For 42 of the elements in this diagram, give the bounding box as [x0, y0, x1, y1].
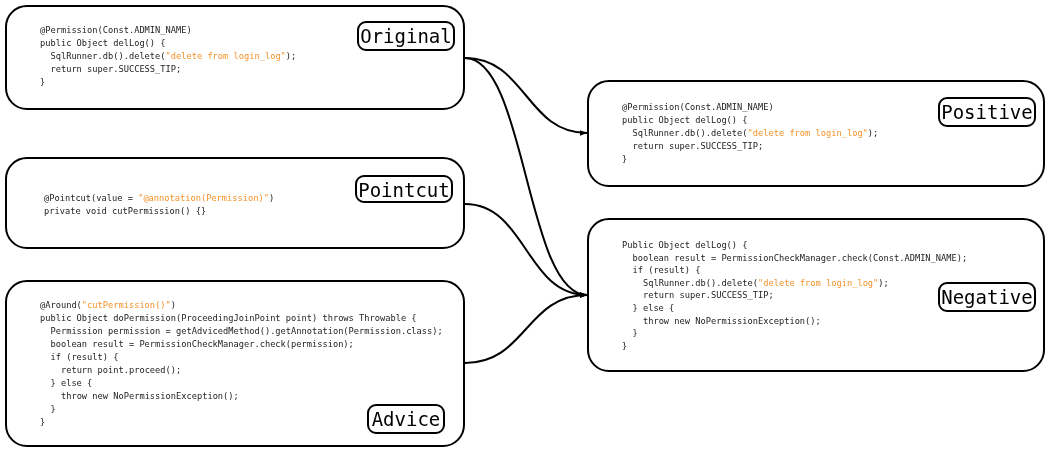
code-line: }: [632, 327, 638, 341]
code-line: SqlRunner.db().delete("delete from login_log");: [642, 276, 889, 290]
code-line: throw new NoPermissionException();: [642, 314, 821, 328]
code-line: boolean result = PermissionCheckManager.check(Const.ADMIN_NAME);: [632, 251, 968, 265]
code-line: return point.proceed();: [60, 364, 182, 377]
code-line: public Object doPermission(ProceedingJoinPoint point) throws Throwable {: [40, 312, 417, 325]
code-line: @Permission(Const.ADMIN_NAME): [40, 24, 192, 37]
code-panel: [5, 280, 465, 447]
code-line: boolean result = PermissionCheckManager.check(permission);: [50, 338, 354, 351]
code-line: return super.SUCCESS_TIP;: [642, 289, 774, 303]
code-line: public Object delLog() {: [622, 114, 748, 127]
code-panel: [5, 5, 465, 110]
code-line: private void cutPermission() {}: [44, 205, 207, 218]
code-line: }: [40, 76, 46, 89]
code-line: }: [622, 153, 628, 166]
code-line: @Pointcut(value = "@annotation(Permission)"): [44, 192, 275, 205]
label-tag: Original: [357, 21, 455, 51]
code-line: throw new NoPermissionException();: [60, 390, 239, 403]
code-line: public Object delLog() {: [40, 37, 166, 50]
code-line: } else {: [50, 377, 93, 390]
code-line: } else {: [632, 302, 675, 315]
code-line: SqlRunner.db().delete("delete from login_log");: [632, 127, 879, 140]
code-line: }: [40, 416, 46, 429]
code-line: Public Object delLog() {: [622, 239, 748, 252]
label-tag: Pointcut: [355, 175, 453, 203]
code-panel: [587, 80, 1045, 187]
code-line: if (result) {: [632, 264, 701, 278]
code-line: }: [50, 403, 56, 416]
code-line: @Permission(Const.ADMIN_NAME): [622, 101, 774, 114]
code-line: }: [622, 339, 628, 353]
label-tag: Negative: [938, 282, 1036, 312]
code-line: @Around("cutPermission()"): [40, 299, 176, 312]
code-line: return super.SUCCESS_TIP;: [50, 63, 182, 76]
code-line: if (result) {: [50, 351, 119, 364]
label-tag: Positive: [938, 97, 1036, 127]
code-panel: [5, 157, 465, 249]
code-line: return super.SUCCESS_TIP;: [632, 140, 764, 153]
code-panel: [587, 218, 1045, 372]
code-line: Permission permission = getAdvicedMethod().getAnnotation(Permission.class);: [50, 325, 443, 338]
label-tag: Advice: [367, 404, 445, 434]
arrow: [464, 292, 588, 364]
code-line: SqlRunner.db().delete("delete from login_log");: [50, 50, 297, 63]
